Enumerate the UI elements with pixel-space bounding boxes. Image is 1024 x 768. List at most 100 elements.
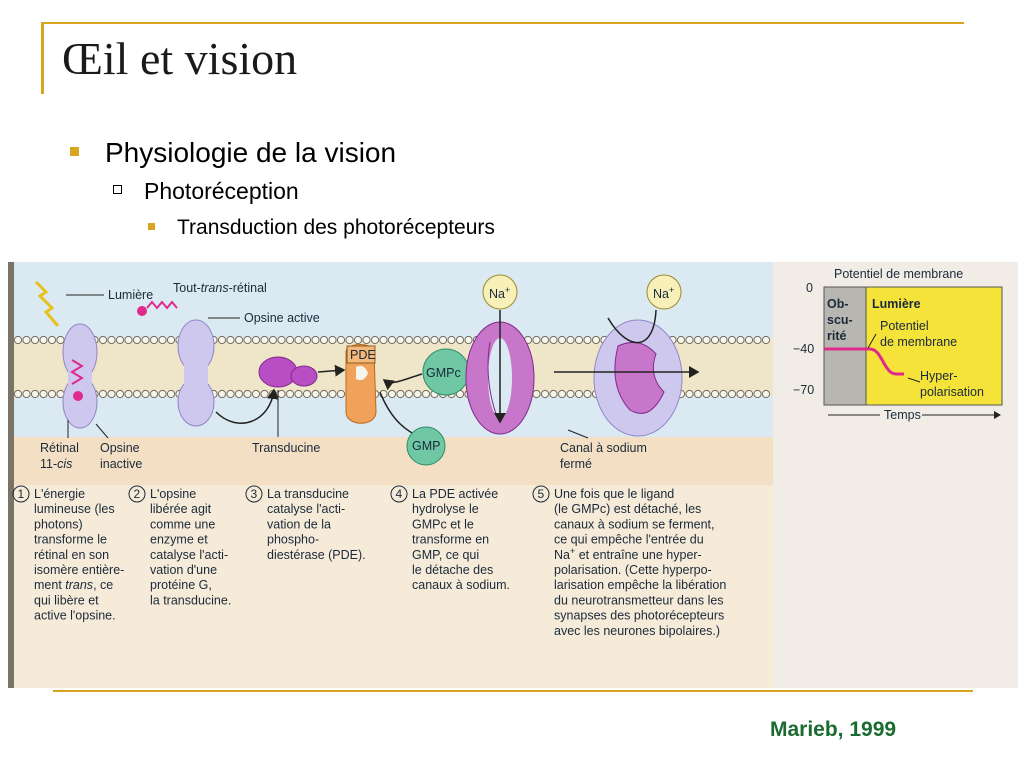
bullet-level-3: Transduction des photorécepteurs bbox=[148, 216, 495, 240]
label-opsine-active: Opsine active bbox=[244, 311, 320, 325]
label-transducine: Transducine bbox=[252, 441, 320, 455]
phospholipid-head bbox=[260, 335, 269, 345]
graph-tick-0: 0 bbox=[806, 281, 813, 295]
phospholipid-head bbox=[574, 335, 584, 345]
graph-dark-3: rité bbox=[827, 329, 847, 343]
step-caption-line: ment trans, ce bbox=[34, 578, 113, 592]
phospholipid-head bbox=[294, 389, 303, 399]
phospholipid-head bbox=[583, 335, 592, 345]
opsin-inactive-shape bbox=[62, 323, 98, 429]
phospholipid-head bbox=[141, 389, 150, 399]
bullet-square-icon bbox=[70, 147, 79, 157]
phospholipid-head bbox=[56, 335, 65, 345]
phospholipid-head bbox=[591, 335, 601, 345]
phospholipid-head bbox=[277, 389, 286, 399]
phospholipid-head bbox=[744, 389, 754, 399]
phospholipid-head bbox=[243, 335, 252, 345]
bullet-hollow-square-icon bbox=[113, 185, 122, 195]
label-lumiere: Lumière bbox=[108, 288, 153, 302]
graph-title: Potentiel de membrane bbox=[834, 267, 963, 281]
step-caption-line: phospho- bbox=[267, 533, 319, 547]
phospholipid-head bbox=[124, 389, 133, 399]
phospholipid-head bbox=[302, 335, 312, 345]
phospholipid-head bbox=[328, 389, 337, 399]
bullet-3-text: Transduction des photorécepteurs bbox=[177, 216, 495, 239]
phospholipid-head bbox=[583, 389, 592, 399]
label-opsine-2: inactive bbox=[100, 457, 142, 471]
step-caption-line: du neurotransmetteur dans les bbox=[554, 593, 724, 607]
step-caption-line: GMP, ce qui bbox=[412, 548, 479, 562]
step-caption-line: synapses des photorécepteurs bbox=[554, 609, 724, 623]
phospholipid-head bbox=[268, 335, 278, 345]
phospholipid-head bbox=[574, 389, 584, 399]
step-caption-line: transforme le bbox=[34, 533, 107, 547]
step-number: 3 bbox=[251, 487, 258, 501]
pde-shape bbox=[345, 344, 377, 424]
phospholipid-head bbox=[404, 389, 414, 399]
phospholipid-head bbox=[719, 335, 728, 345]
step-caption-line: isomère entière- bbox=[34, 563, 124, 577]
step-caption-line: La transducine bbox=[267, 487, 349, 501]
phospholipid-head bbox=[566, 389, 575, 399]
bullet-square-icon bbox=[148, 222, 155, 230]
light-zigzag-icon bbox=[34, 280, 60, 327]
graph-trace bbox=[824, 347, 904, 376]
phospholipid-head bbox=[540, 389, 550, 399]
phospholipid-head bbox=[132, 389, 142, 399]
step-caption-line: diestérase (PDE). bbox=[267, 548, 366, 562]
graph-dark-region bbox=[823, 286, 867, 406]
phospholipid-head bbox=[379, 335, 388, 345]
step-caption-line: libérée agit bbox=[150, 502, 212, 516]
step-number-circle bbox=[532, 485, 550, 503]
step-caption-line: active l'opsine. bbox=[34, 609, 116, 623]
phospholipid-head bbox=[345, 335, 354, 345]
bullet-2-text: Photoréception bbox=[144, 178, 299, 204]
step-number-circle bbox=[245, 485, 263, 503]
phospholipid-head bbox=[166, 389, 176, 399]
phospholipid-head bbox=[566, 335, 575, 345]
phospholipid-head bbox=[430, 335, 439, 345]
phospholipid-head bbox=[158, 335, 167, 345]
phospholipid-head bbox=[277, 335, 286, 345]
retinal-trans-icon bbox=[137, 306, 147, 316]
slide-title: Œil et vision bbox=[62, 33, 298, 84]
phospholipid-head bbox=[22, 389, 31, 399]
graph-hyper-1: Hyper- bbox=[920, 369, 958, 383]
sodium-ion-2 bbox=[646, 274, 682, 310]
cytoplasm-bg bbox=[8, 437, 773, 485]
phospholipid-head bbox=[336, 335, 346, 345]
phospholipid-head bbox=[736, 389, 745, 399]
phospholipid-head bbox=[387, 335, 397, 345]
step-caption-line: polarisation. (Cette hyperpo- bbox=[554, 563, 712, 577]
phospholipid-head bbox=[421, 335, 431, 345]
phospholipid-head bbox=[217, 335, 227, 345]
step-caption-line: GMPc et le bbox=[412, 517, 474, 531]
phospholipid-head bbox=[549, 389, 558, 399]
graph-tick-40: −40 bbox=[793, 342, 814, 356]
step-number-circle bbox=[12, 485, 30, 503]
graph-potential-2: de membrane bbox=[880, 335, 957, 349]
phospholipid-head bbox=[328, 335, 337, 345]
phospholipid-head bbox=[115, 389, 125, 399]
bullet-1-text: Physiologie de la vision bbox=[105, 137, 397, 168]
step-caption-line: hydrolyse le bbox=[412, 502, 479, 516]
phospholipid-head bbox=[532, 335, 541, 345]
step-caption-line: canaux à sodium se ferment, bbox=[554, 517, 715, 531]
graph-axis-temps: Temps bbox=[884, 408, 921, 422]
phospholipid-head bbox=[47, 335, 57, 345]
phospholipid-head bbox=[158, 389, 167, 399]
label-pde: PDE bbox=[350, 348, 376, 362]
step-caption-line: canaux à sodium. bbox=[412, 578, 510, 592]
label-gmpc: GMPc bbox=[426, 366, 461, 380]
phospholipid-head bbox=[251, 389, 261, 399]
phospholipid-head bbox=[557, 389, 567, 399]
phospholipid-head bbox=[438, 335, 448, 345]
phospholipid-head bbox=[736, 335, 745, 345]
phospholipid-head bbox=[693, 335, 703, 345]
phospholipid-head bbox=[226, 389, 235, 399]
step-caption-line: (le GMPc) est détaché, les bbox=[554, 502, 701, 516]
phospholipid-head bbox=[413, 389, 422, 399]
label-retinal-2: 11-cis bbox=[40, 457, 72, 471]
step-number: 4 bbox=[396, 487, 403, 501]
